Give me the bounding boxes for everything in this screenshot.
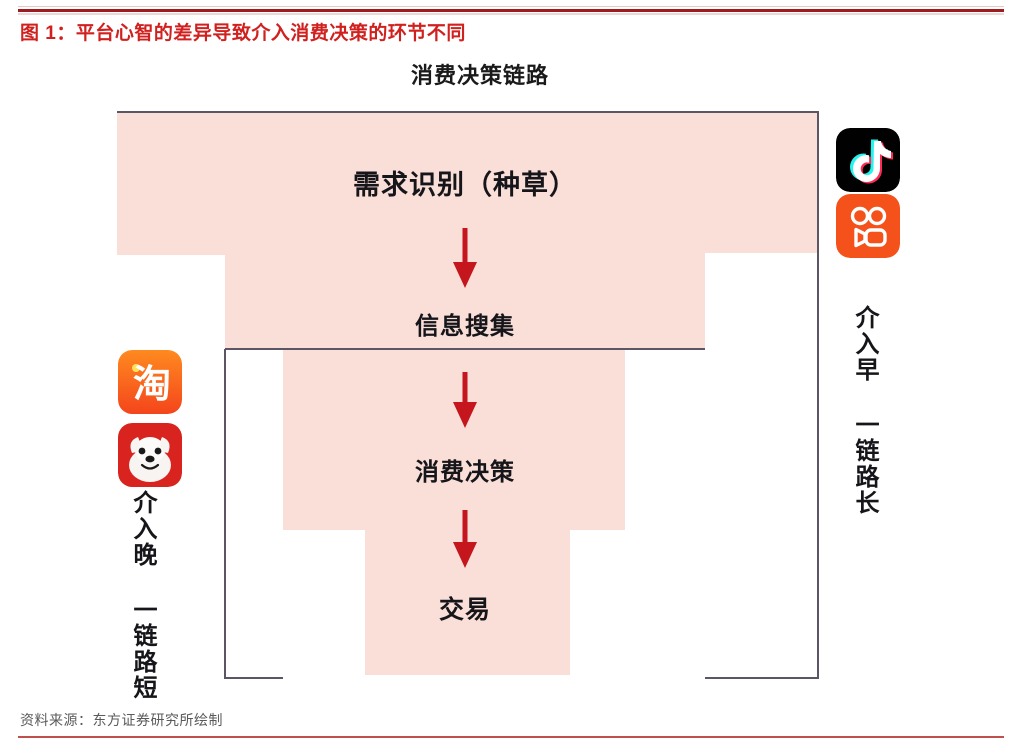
chart-title: 消费决策链路 [0,58,1022,90]
arrow-2 [453,372,477,428]
stage-label-purchase-decision: 消费决策 [415,459,515,486]
chart-title-text: 消费决策链路 [410,63,549,88]
top-rule-fade [18,13,1004,15]
funnel-outer-outline [117,111,819,679]
left-side-caption: 介入晚 一链路短 [129,490,156,701]
bottom-rule [18,736,1004,738]
jd-logo [118,423,182,487]
arrow-3 [453,510,477,568]
stage-label-demand-recognition: 需求识别（种草） [353,170,577,200]
douyin-icon [836,128,900,192]
top-rule-hairline [18,6,1004,7]
kuaishou-logo [836,194,900,258]
right-side-caption: 介入早 一链路长 [851,305,878,516]
svg-text:淘: 淘 [133,364,171,406]
top-rule [18,9,1004,12]
funnel-inner-left-outline [224,349,283,679]
right-side-caption-text: 介入早 一链路长 [851,305,878,516]
taobao-icon: 淘 [118,350,182,414]
kuaishou-icon [836,194,900,258]
stage-label-information-search: 信息搜集 [415,313,515,340]
arrow-1 [453,228,477,288]
taobao-logo: 淘 [118,350,182,414]
source-note: 资料来源：东方证券研究所绘制 [20,712,223,728]
left-side-caption-text: 介入晚 一链路短 [129,490,156,701]
jd-icon [118,423,182,487]
figure-title: 图 1：平台心智的差异导致介入消费决策的环节不同 [20,23,466,44]
stage-label-transaction: 交易 [438,596,491,624]
douyin-logo [836,128,900,192]
